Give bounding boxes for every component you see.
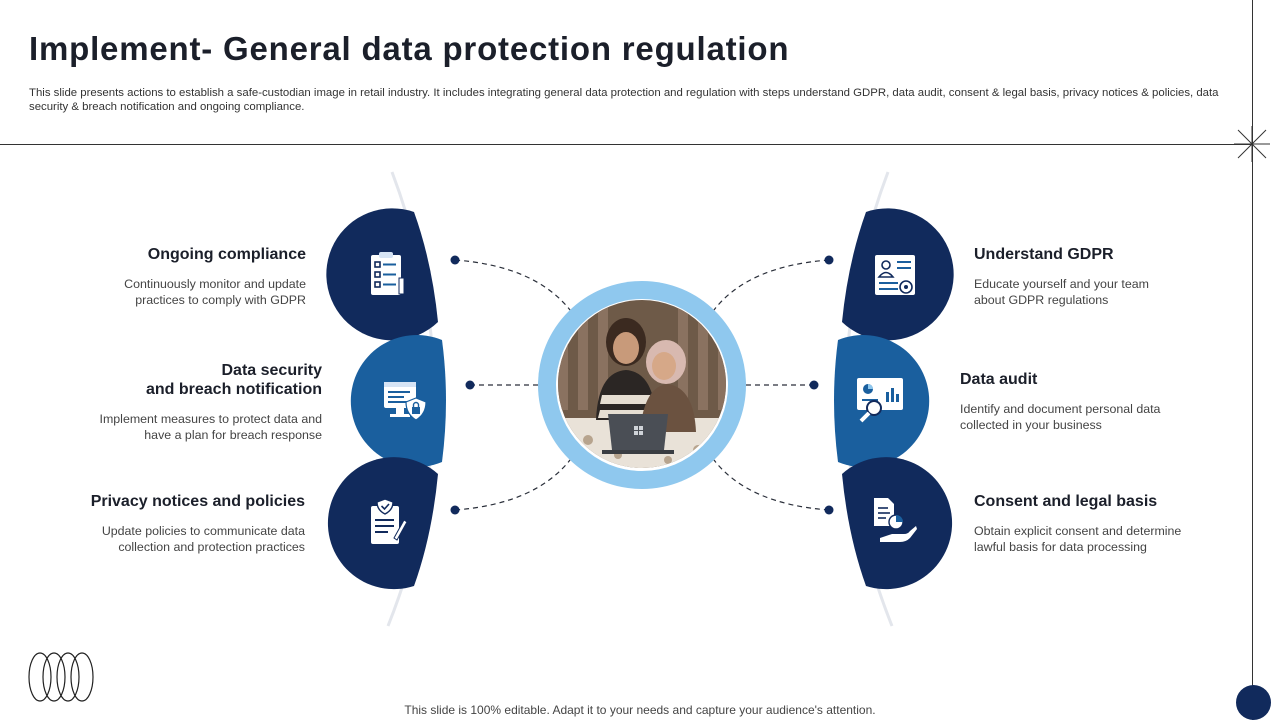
step-desc-data-security: Implement measures to protect data and h… — [99, 412, 322, 442]
checklist-clipboard-icon — [362, 250, 410, 298]
step-desc-privacy-notices: Update policies to communicate data coll… — [101, 524, 305, 554]
connector-top-right — [713, 259, 830, 311]
step-title-line: and breach notification — [145, 381, 322, 398]
profile-settings-icon — [872, 252, 920, 300]
connector-dot — [824, 255, 834, 265]
rings-decoration-icon — [28, 652, 94, 702]
step-desc-consent: Obtain explicit consent and determine la… — [974, 524, 1182, 554]
connector-dot — [809, 380, 819, 390]
consent-hand-document-icon — [870, 496, 918, 544]
policy-document-icon — [364, 498, 412, 546]
header-divider — [0, 144, 1253, 145]
step-title-privacy-notices: Privacy notices and policies — [90, 493, 305, 510]
connector-bottom-left — [454, 459, 571, 511]
center-photo — [558, 300, 726, 468]
step-title-data-security: Data security and breach notification — [80, 361, 322, 399]
secure-monitor-icon — [380, 376, 428, 424]
data-analysis-icon — [856, 376, 904, 424]
connector-dot — [450, 505, 460, 515]
connector-dot — [824, 505, 834, 515]
step-title-ongoing-compliance: Ongoing compliance — [147, 246, 306, 263]
page-subtitle: This slide presents actions to establish… — [29, 87, 1219, 113]
people-with-laptop-image — [558, 300, 726, 468]
starburst-decoration-icon — [1234, 126, 1270, 162]
page-title: Implement- General data protection regul… — [29, 30, 790, 67]
step-desc-understand-gdpr: Educate yourself and your team about GDP… — [974, 277, 1149, 307]
footer-note: This slide is 100% editable. Adapt it to… — [404, 703, 876, 717]
step-title-data-audit: Data audit — [960, 371, 1038, 388]
step-desc-data-audit: Identify and document personal data coll… — [960, 402, 1161, 432]
step-title-understand-gdpr: Understand GDPR — [974, 246, 1114, 263]
corner-dot — [1236, 685, 1271, 720]
step-title-line: Data security — [221, 362, 323, 379]
connector-top-left — [454, 259, 571, 311]
step-desc-ongoing-compliance: Continuously monitor and update practice… — [124, 277, 306, 307]
right-border-line — [1252, 0, 1253, 720]
connector-dot — [465, 380, 475, 390]
connector-bottom-right — [713, 459, 830, 511]
connector-dot — [450, 255, 460, 265]
step-title-consent: Consent and legal basis — [974, 493, 1158, 510]
